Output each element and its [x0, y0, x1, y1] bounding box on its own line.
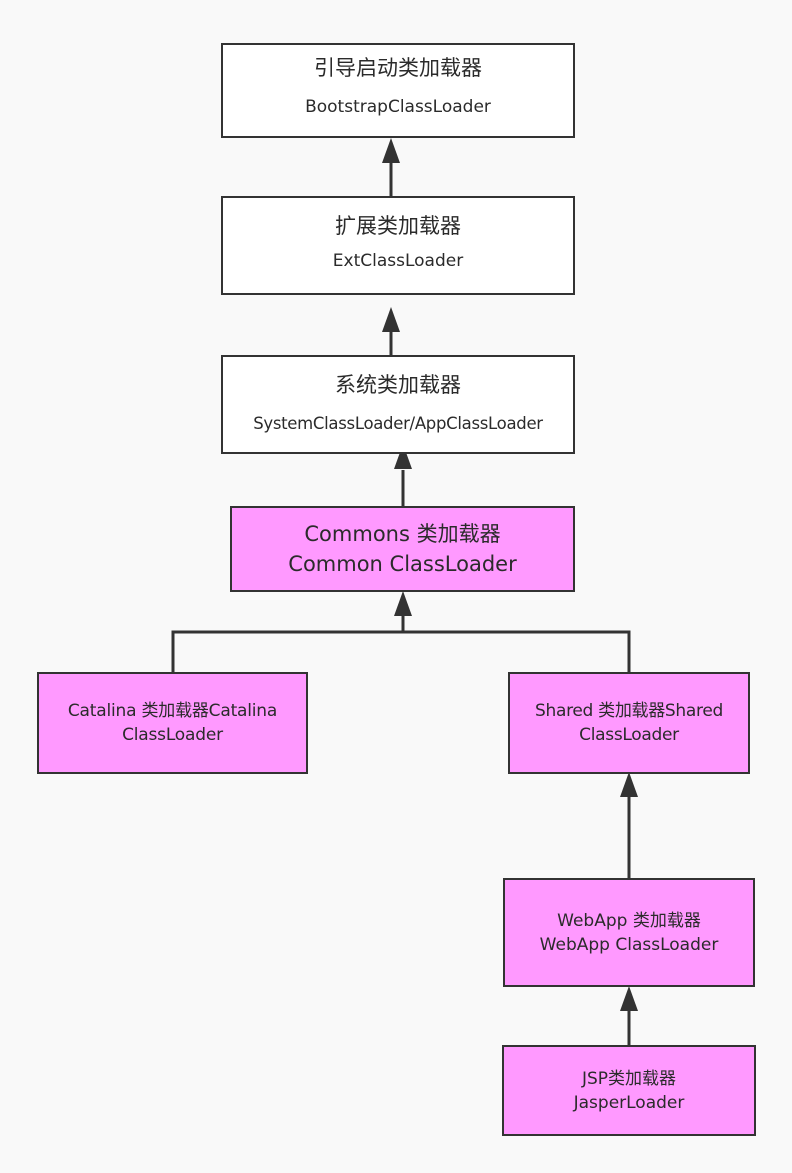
node-title: 扩展类加载器 — [335, 214, 461, 238]
node-title: 引导启动类加载器 — [314, 56, 482, 80]
node-subtitle: WebApp ClassLoader — [539, 934, 719, 955]
common-classloader-node: Commons 类加载器 Common ClassLoader — [230, 506, 575, 592]
edge-jsp-to-webapp — [620, 986, 638, 1045]
node-title: WebApp 类加载器 — [557, 910, 701, 931]
node-subtitle: ClassLoader — [122, 725, 223, 745]
node-subtitle: JasperLoader — [573, 1092, 685, 1113]
webapp-classloader-node: WebApp 类加载器 WebApp ClassLoader — [503, 878, 755, 987]
node-title: Shared 类加载器Shared — [534, 701, 723, 721]
edge-ext-to-bootstrap — [382, 138, 400, 196]
edge-catalina-shared-to-common — [171, 591, 631, 672]
node-subtitle: ExtClassLoader — [332, 251, 464, 271]
shared-classloader-node: Shared 类加载器Shared ClassLoader — [508, 672, 750, 774]
edge-common-to-system — [394, 444, 412, 506]
catalina-classloader-node: Catalina 类加载器Catalina ClassLoader — [37, 672, 308, 774]
node-subtitle: SystemClassLoader/AppClassLoader — [253, 414, 543, 433]
node-title: Commons 类加载器 — [304, 522, 501, 546]
node-subtitle: BootstrapClassLoader — [305, 97, 491, 117]
bootstrap-classloader-node: 引导启动类加载器 BootstrapClassLoader — [221, 43, 575, 138]
ext-classloader-node: 扩展类加载器 ExtClassLoader — [221, 196, 575, 295]
node-subtitle: ClassLoader — [579, 725, 679, 745]
jsp-classloader-node: JSP类加载器 JasperLoader — [502, 1045, 756, 1136]
node-title: Catalina 类加载器Catalina — [67, 701, 278, 721]
node-subtitle: Common ClassLoader — [288, 552, 517, 576]
edge-webapp-to-shared — [620, 772, 638, 878]
system-classloader-node: 系统类加载器 SystemClassLoader/AppClassLoader — [221, 355, 575, 454]
edge-system-to-ext — [382, 307, 400, 355]
node-title: 系统类加载器 — [335, 373, 461, 397]
node-title: JSP类加载器 — [581, 1068, 677, 1089]
